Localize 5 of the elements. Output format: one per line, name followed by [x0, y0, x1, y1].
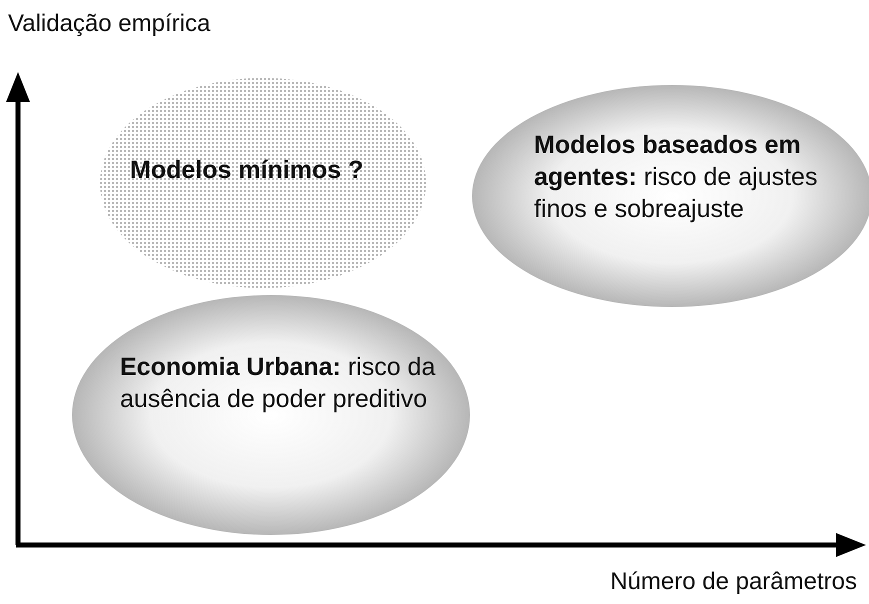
ellipse-label: Economia Urbana: risco da ausência de poder preditivo — [120, 352, 436, 415]
y-axis-label: Validação empírica — [8, 10, 210, 38]
ellipse-label: Modelos baseados em agentes: risco de ajustes finos e sobreajuste — [534, 130, 818, 225]
ellipse-label: Modelos mínimos ? — [130, 155, 364, 186]
x-axis-label: Número de parâmetros — [610, 568, 857, 596]
